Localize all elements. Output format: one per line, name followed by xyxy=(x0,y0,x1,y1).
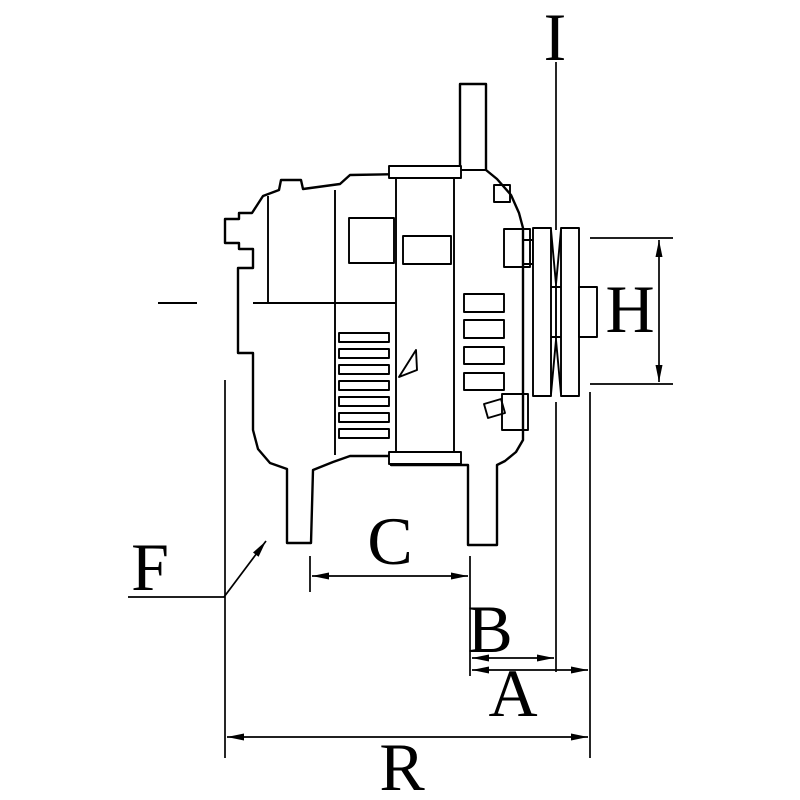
dimension-label-r: R xyxy=(379,729,425,800)
stator-top-cap xyxy=(388,165,462,179)
dimension-b: B xyxy=(467,402,557,672)
dimension-f-leader-line xyxy=(128,540,267,598)
dimension-label-h: H xyxy=(605,271,654,347)
shaft-spline-lower xyxy=(501,393,529,431)
stator-lamination-strip xyxy=(395,177,455,453)
dimension-label-f: F xyxy=(131,529,169,605)
alternator-outline xyxy=(223,82,525,547)
brush-holder-block xyxy=(348,217,395,264)
front-housing-tab xyxy=(483,398,506,419)
vent-slot xyxy=(338,428,390,439)
vent-slot xyxy=(463,319,505,339)
dimension-r: R xyxy=(224,380,591,800)
vent-slot xyxy=(338,332,390,343)
shaft-spline-upper xyxy=(503,228,531,268)
vent-slot xyxy=(338,364,390,375)
front-housing-details xyxy=(463,184,531,431)
dimension-a: A xyxy=(472,655,588,731)
vent-slot xyxy=(463,372,505,391)
dimension-f: F xyxy=(128,529,267,605)
stator-fins xyxy=(388,165,462,465)
stator-hatched-block xyxy=(402,235,452,265)
shaft-nut xyxy=(578,286,598,338)
pulley-groove-lines xyxy=(550,229,562,395)
dimension-c: C xyxy=(309,503,471,676)
vent-slot xyxy=(463,293,505,313)
dimension-label-i: I xyxy=(544,0,567,75)
vent-slot xyxy=(338,380,390,391)
front-housing-boss xyxy=(493,184,511,203)
vent-slot xyxy=(338,412,390,423)
vent-slot xyxy=(338,348,390,359)
stator-bottom-cap xyxy=(388,451,462,465)
dimension-label-b: B xyxy=(467,591,512,667)
pulley-rear-flange xyxy=(532,227,552,397)
dimension-annotations: I H F C B xyxy=(128,0,673,800)
vent-slot xyxy=(338,396,390,407)
dimension-h: H xyxy=(590,237,673,385)
vent-slot xyxy=(463,346,505,365)
front-housing-vents xyxy=(463,293,505,391)
stator-marker-flag xyxy=(398,349,418,378)
dimension-label-a: A xyxy=(488,655,537,731)
rear-housing-vents xyxy=(338,332,390,439)
pulley-front-flange xyxy=(560,227,580,397)
pulley-assembly xyxy=(522,227,598,397)
pulley-spacer xyxy=(522,239,534,265)
dimension-i: I xyxy=(544,0,567,230)
dimension-label-c: C xyxy=(367,503,412,579)
alternator-drawing xyxy=(158,82,598,547)
